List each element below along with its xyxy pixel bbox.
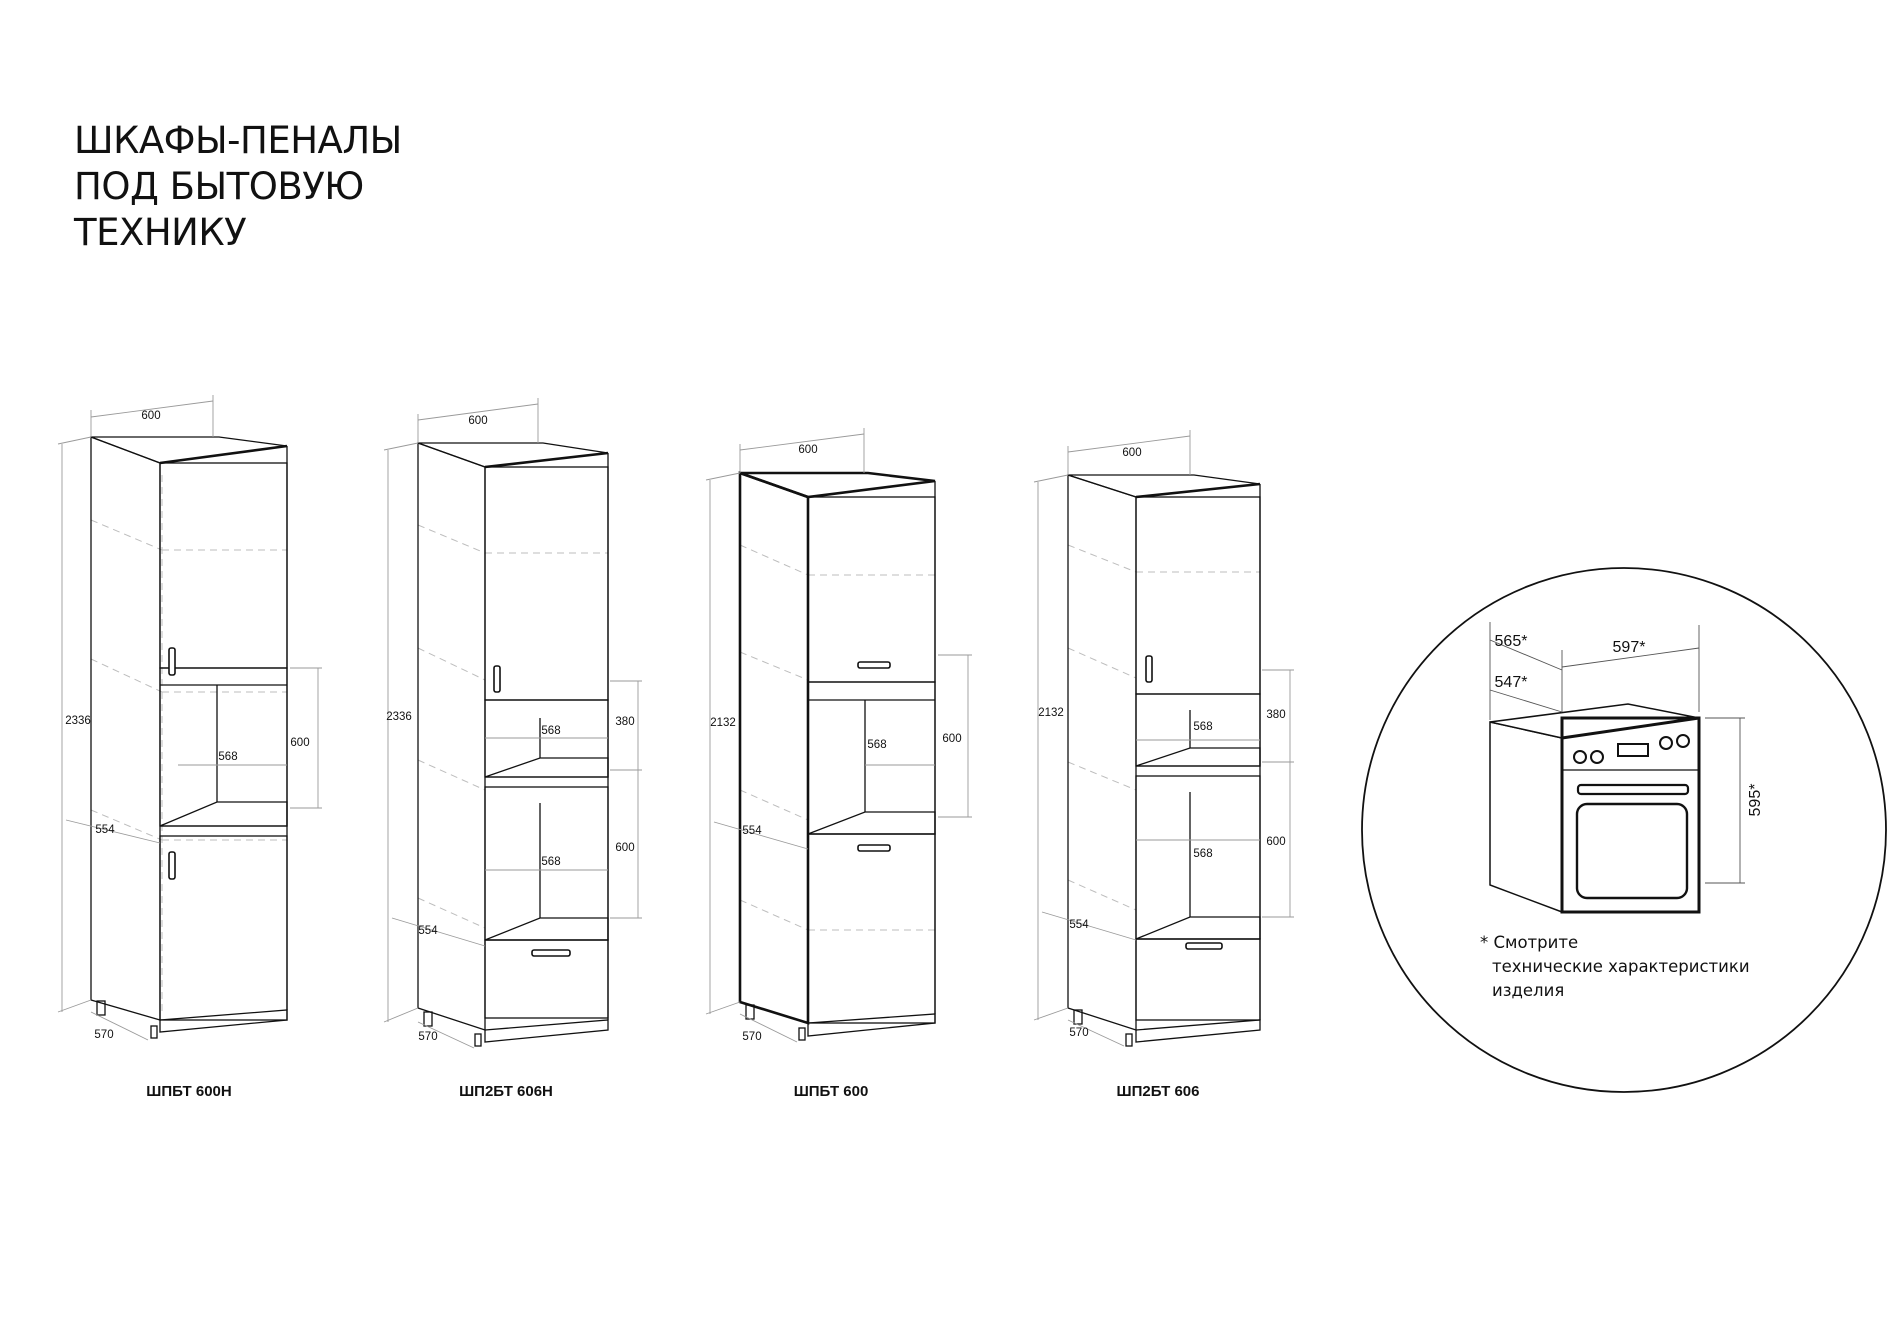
cabinet-1-shpbt-600n: 600 2336 600 568 554 570 ШПБТ 600Н	[57, 395, 322, 1100]
cabinet-2-handle-icon	[493, 665, 501, 693]
cabinet-1-handle-icon	[168, 851, 176, 880]
cabinet-2-depth-bottom-dim: 570	[418, 1031, 437, 1043]
cabinet-2-shp2bt-606n: 600 2336 380 568 600 568 554 570 ШП2БТ 6…	[383, 398, 642, 1100]
cabinet-3-lower-door	[807, 833, 936, 1024]
cabinet-4-hidden-lines	[1067, 520, 1260, 911]
cabinet-2-drawer-handle-icon	[531, 949, 571, 957]
cabinet-3-dimension-lines	[705, 428, 972, 1043]
cabinet-4-niche-2-height-dim: 600	[1266, 836, 1285, 848]
cabinet-1-label: ШПБТ 600Н	[146, 1083, 231, 1100]
oven-knob-icon	[1573, 750, 1587, 764]
title-line-3: ТЕХНИКУ	[74, 211, 247, 254]
oven-width-dim: 597*	[1613, 639, 1646, 656]
oven-dimension-lines	[1489, 622, 1745, 884]
cabinet-4-height-dim: 2132	[1038, 707, 1064, 719]
cabinet-4-drawer-handle-icon	[1185, 942, 1223, 950]
cabinet-4-dimension-lines	[1033, 430, 1294, 1047]
cabinet-2-side	[417, 442, 486, 1031]
cabinet-4-plinth	[1135, 1019, 1261, 1043]
cabinet-1-width-dim: 600	[141, 410, 160, 422]
oven-depth-outer-dim: 565*	[1495, 633, 1528, 650]
cabinet-2-height-dim: 2336	[386, 711, 412, 723]
cabinet-2-hidden-lines	[417, 500, 608, 929]
cabinet-3-upper-door	[807, 496, 936, 683]
cabinet-4-niche-1-height-dim: 380	[1266, 709, 1285, 721]
cabinet-4-label: ШП2БТ 606	[1117, 1083, 1200, 1100]
cabinet-3-height-dim: 2132	[710, 717, 736, 729]
title-line-1: ШКАФЫ-ПЕНАЛЫ	[74, 119, 402, 162]
cabinet-1-niche-shelf	[159, 801, 288, 827]
oven-height-dim: 595*	[1747, 784, 1764, 817]
cabinet-3-width-dim: 600	[798, 444, 817, 456]
oven-depth-inner-dim: 547*	[1495, 674, 1528, 691]
cabinet-3-handle-icon	[857, 661, 891, 669]
oven-knob-icon	[1676, 734, 1690, 748]
cabinet-3-depth-top-dim: 554	[742, 825, 762, 837]
cabinet-1-top-edge	[159, 444, 288, 465]
cabinet-1-lower-door	[159, 835, 288, 1021]
cabinet-1-side	[90, 436, 161, 1021]
cabinet-2-dimension-lines	[383, 398, 642, 1049]
cabinet-3-handle-icon	[857, 844, 891, 852]
cabinet-1-leg	[150, 1025, 158, 1039]
cabinet-2-upper-door	[484, 466, 609, 701]
oven-knob-icon	[1590, 750, 1604, 764]
cabinet-3-label: ШПБТ 600	[794, 1083, 869, 1100]
cabinet-1-dimension-lines	[57, 395, 322, 1041]
cabinet-1-handle-icon	[168, 647, 176, 676]
cabinet-2-niche-1-width-dim: 568	[541, 725, 560, 737]
cabinet-3-plinth	[807, 1013, 936, 1037]
oven-note-line-3: изделия	[1492, 981, 1564, 1000]
cabinet-1-hidden-lines	[90, 475, 287, 1012]
oven-knob-icon	[1659, 736, 1673, 750]
cabinet-1-upper-door	[159, 462, 288, 669]
oven-detail: 565* 547* 597* 595* * Смотрите техническ…	[1361, 567, 1887, 1093]
oven-window	[1575, 802, 1689, 900]
oven-side	[1489, 721, 1563, 914]
cabinet-2-depth-top-dim: 554	[418, 925, 438, 937]
cabinet-3-niche-shelf	[807, 811, 936, 835]
cabinet-1-depth-top-dim: 554	[95, 824, 115, 836]
cabinet-3-side	[738, 471, 810, 1025]
page-title: ШКАФЫ-ПЕНАЛЫ ПОД БЫТОВУЮ ТЕХНИКУ	[74, 118, 402, 256]
title-line-2: ПОД БЫТОВУЮ	[74, 165, 364, 208]
cabinet-1-height-dim: 2336	[65, 715, 91, 727]
oven-note-line-1: * Смотрите	[1480, 933, 1578, 952]
cabinet-2-niche-1	[484, 699, 609, 778]
cabinet-2-width-dim: 600	[468, 415, 487, 427]
cabinet-4-niche-1-width-dim: 568	[1193, 721, 1212, 733]
cabinet-2-plinth	[484, 1019, 609, 1043]
cabinet-3-niche-height-dim: 600	[942, 733, 961, 745]
cabinet-4-depth-bottom-dim: 570	[1069, 1027, 1088, 1039]
cabinet-3-depth-bottom-dim: 570	[742, 1031, 761, 1043]
cabinet-3-hidden-lines	[739, 544, 935, 931]
cabinet-4-handle-icon	[1145, 655, 1153, 683]
cabinet-3-niche	[807, 681, 936, 835]
cabinet-4-shp2bt-606: 600 2132 380 568 600 568 554 570 ШП2БТ 6…	[1033, 430, 1294, 1100]
cabinet-3-top	[739, 471, 936, 499]
oven-note-line-2: технические характеристики	[1492, 957, 1750, 976]
cabinet-4-depth-top-dim: 554	[1069, 919, 1089, 931]
cabinet-1-niche-height-dim: 600	[290, 737, 309, 749]
cabinet-2-drawer	[484, 939, 609, 1019]
cabinet-4-drawer	[1135, 938, 1261, 1021]
cabinet-2-niche-1-height-dim: 380	[615, 716, 634, 728]
oven-display-icon	[1617, 743, 1649, 757]
cabinet-4-upper-door	[1135, 496, 1261, 695]
cabinet-2-niche-2-height-dim: 600	[615, 842, 634, 854]
cabinet-1-leg	[96, 1000, 106, 1016]
cabinet-2-label: ШП2БТ 606Н	[459, 1083, 553, 1100]
cabinet-2-niche-2-width-dim: 568	[541, 856, 560, 868]
cabinet-1-niche-width-dim: 568	[218, 751, 237, 763]
oven-handle-icon	[1576, 783, 1690, 796]
cabinet-4-niche-2-width-dim: 568	[1193, 848, 1212, 860]
cabinet-3-niche-width-dim: 568	[867, 739, 886, 751]
cabinet-3-shpbt-600: 600 2132 600 568 554 570 ШПБТ 600	[705, 428, 972, 1100]
cabinet-4-width-dim: 600	[1122, 447, 1141, 459]
detail-circle	[1361, 567, 1887, 1093]
cabinet-1-depth-bottom-dim: 570	[94, 1029, 113, 1041]
cabinet-1-plinth	[159, 1009, 288, 1033]
